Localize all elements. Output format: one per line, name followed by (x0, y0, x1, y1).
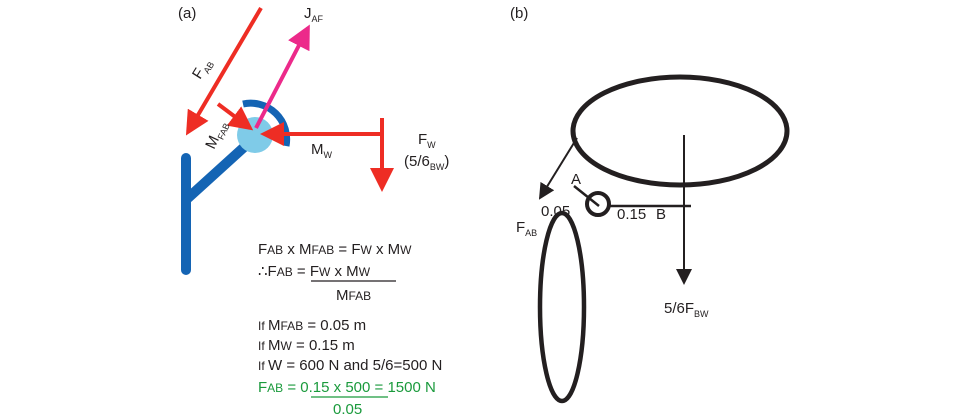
equation-block: FAB x MFAB = FW x MW ∴FAB = FW x MW MFAB… (258, 241, 442, 418)
angled-bone (183, 135, 257, 203)
label-f-ab: FAB (189, 55, 216, 83)
eq-result-denominator: 0.05 (333, 401, 362, 418)
eq-line-2: ∴FAB = FW x MW (258, 263, 371, 280)
panel-a-tag: (a) (178, 5, 196, 22)
label-f-w: FW (418, 131, 436, 150)
label-m-fab: MFAB (202, 118, 232, 153)
upper-ellipse (570, 74, 790, 188)
bone-segments (181, 99, 291, 275)
label-m-w: MW (311, 141, 333, 160)
joint-circle-b (585, 191, 611, 217)
eq-cond-1: If MFAB = 0.05 m (258, 317, 366, 334)
f-ab-arrow (185, 6, 263, 136)
label-b: B (656, 206, 666, 223)
eq-result: FAB = 0.15 x 500 = 1500 N (258, 379, 436, 396)
label-0-15: 0.15 (617, 206, 646, 223)
label-j-af: JAF (304, 5, 324, 24)
m-fab-arrow (216, 102, 254, 131)
label-f-w-paren: (5/6BW) (404, 153, 449, 172)
eq-line-2-denominator: MFAB (336, 287, 371, 304)
eq-cond-2: If MW = 0.15 m (258, 337, 355, 354)
label-a: A (571, 171, 581, 188)
j-af-arrow (254, 24, 310, 129)
panel-b-tag: (b) (510, 5, 528, 22)
lower-ellipse (537, 210, 587, 404)
panel-a: (a) FAB JAF MFAB MW FW ( (178, 5, 449, 418)
f-ab-arrow-b (538, 137, 578, 200)
label-f-bw-b: 5/6FBW (664, 300, 709, 319)
label-f-ab-b: FAB (516, 219, 537, 238)
eq-cond-3: If W = 600 N and 5/6=500 N (258, 357, 442, 374)
panel-b: (b) A B 0.05 0.15 FAB 5/6FBW (510, 5, 790, 404)
label-0-05: 0.05 (541, 203, 570, 220)
eq-line-1: FAB x MFAB = FW x MW (258, 241, 412, 258)
short-arm-a (573, 185, 600, 207)
joint-arc (242, 99, 291, 147)
